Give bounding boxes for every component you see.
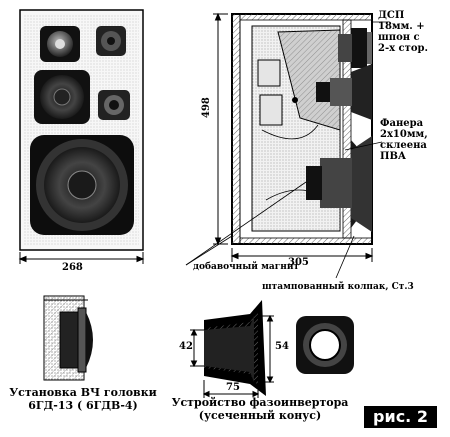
side-leader-lines [185,21,388,279]
side-depth-dimension [230,248,374,262]
front-width-dimension [18,252,145,264]
front-width-label: 268 [62,262,83,273]
label-cap: штампованный колпак, Ст.3 [262,282,414,292]
front-small-driver [96,26,126,56]
label-dsp: ДСП 18мм. + шпон с 2-х стор. [378,10,428,54]
port-right-label: 54 [275,341,289,352]
side-view [185,12,388,279]
side-height-dimension [213,12,228,246]
tweeter-caption: Установка ВЧ головки 6ГД-13 ( 6ГДВ-4) [9,386,157,412]
front-woofer [30,135,134,235]
label-plywood: Фанера 2х10мм, склеена ПВА [380,118,428,162]
side-tweeter [338,28,372,68]
front-tweeter [40,26,80,62]
front-port [98,90,130,120]
port-left-dimension [190,328,204,368]
tweeter-detail [43,295,93,381]
figure-badge: рис. 2 [364,406,437,428]
label-magnet: добавочный магнит [193,262,300,272]
port-right-dimension [258,314,274,384]
front-view [18,9,145,264]
port-front-view [296,316,354,374]
side-height-label: 498 [201,97,212,118]
side-midrange [316,64,372,120]
port-length-dimension [202,380,260,398]
port-drawing [190,300,274,398]
port-length-label: 75 [226,382,240,393]
side-depth-label: 305 [288,257,309,268]
port-left-label: 42 [179,341,193,352]
front-midrange [34,70,90,124]
port-caption: Устройство фазоинвертора (усеченный кону… [171,396,349,422]
side-woofer [306,136,372,232]
